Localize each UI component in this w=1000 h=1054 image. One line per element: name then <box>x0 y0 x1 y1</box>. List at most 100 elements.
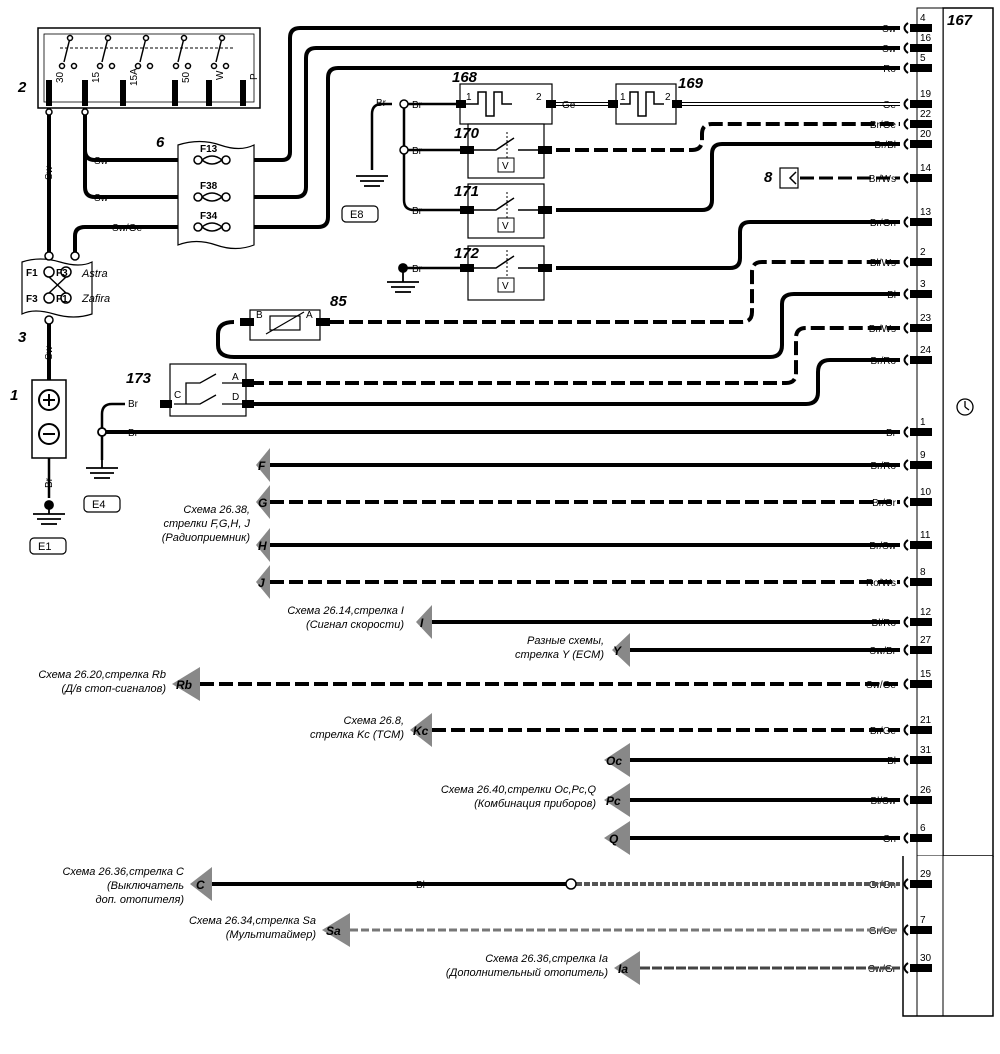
label-zafira: Zafira <box>81 293 110 305</box>
svg-text:(Мультитаймер): (Мультитаймер) <box>226 929 317 941</box>
label-172: 172 <box>454 245 480 262</box>
fuse-box-6: 6 F13 F38 F34 <box>156 134 255 250</box>
wire-color-label: Bl/Ws <box>870 258 896 269</box>
arrow-q: Q <box>604 821 630 855</box>
arrow-g: G <box>256 485 270 519</box>
svg-text:F: F <box>258 459 266 473</box>
connector-f1: F1 <box>26 268 38 279</box>
arrow-ia: Ia <box>614 951 640 985</box>
svg-text:Схема 26.38,: Схема 26.38, <box>183 504 250 516</box>
svg-text:Схема 26.20,стрелка Rb: Схема 26.20,стрелка Rb <box>38 669 166 681</box>
svg-text:Схема 26.36,стрелка C: Схема 26.36,стрелка C <box>62 866 184 878</box>
pin-number: 12 <box>920 607 932 618</box>
reference-notes: Схема 26.38, стрелки F,G,H, J (Радиоприе… <box>38 504 608 979</box>
pin-1: 1 <box>466 92 472 103</box>
svg-text:C: C <box>196 878 205 892</box>
svg-text:(Комбинация приборов): (Комбинация приборов) <box>474 798 596 810</box>
svg-text:Sa: Sa <box>326 924 341 938</box>
wire-label-br: Br <box>412 206 423 217</box>
label-170: 170 <box>454 125 480 142</box>
pin-number: 29 <box>920 869 932 880</box>
pin-number: 4 <box>920 13 926 24</box>
fuse-f13: F13 <box>200 144 218 155</box>
pin-number: 2 <box>920 247 926 258</box>
pin-number: 5 <box>920 53 926 64</box>
pin-number: 24 <box>920 345 932 356</box>
pin-number: 26 <box>920 785 932 796</box>
svg-text:стрелка Kc (TCM): стрелка Kc (TCM) <box>310 729 404 741</box>
pin-row-6: 6Gn <box>882 823 932 845</box>
pin-c: C <box>174 390 181 401</box>
ignition-switch-2: 30 15 15A 50 W P 2 <box>17 27 261 109</box>
pin-p: P <box>249 73 260 80</box>
wire-label-br: Br <box>128 399 139 410</box>
pin-number: 7 <box>920 915 926 926</box>
pin-row-2: 2Bl/Ws <box>864 247 932 269</box>
dashed-wires <box>200 122 900 732</box>
pin-number: 6 <box>920 823 926 834</box>
svg-text:Y: Y <box>613 644 622 658</box>
svg-text:(Д/в стоп-сигналов): (Д/в стоп-сигналов) <box>62 683 167 695</box>
battery-1: 1 Br <box>10 379 67 498</box>
wire-junction <box>565 878 577 890</box>
pin-a: A <box>232 372 239 383</box>
pin-number: 8 <box>920 567 926 578</box>
pin-row-7: 7Gr/Ge <box>864 915 932 937</box>
pin-15: 15 <box>91 71 102 83</box>
label-85: 85 <box>330 293 347 310</box>
pin-row-3: 3Bl <box>882 279 932 301</box>
arrow-y: Y <box>612 633 630 667</box>
arrow-f: F <box>256 448 270 482</box>
svg-text:Схема 26.36,стрелка Ia: Схема 26.36,стрелка Ia <box>485 953 608 965</box>
ground-label-e8: E8 <box>350 209 363 221</box>
svg-text:H: H <box>258 539 267 553</box>
connector-f1: F1 <box>56 294 68 305</box>
switch-wires <box>47 108 186 380</box>
wire-label-ge: Ge <box>562 100 576 111</box>
pin-number: 9 <box>920 450 926 461</box>
symbol-v: V <box>502 221 509 232</box>
svg-text:Схема 26.8,: Схема 26.8, <box>344 715 405 727</box>
pin-number: 21 <box>920 715 932 726</box>
pin-row-8: 8Ro/Ws <box>864 567 932 589</box>
svg-text:Схема 26.14,стрелка I: Схема 26.14,стрелка I <box>287 605 404 617</box>
component-173: C A D 173 <box>126 363 254 417</box>
svg-text:I: I <box>420 616 424 630</box>
label-171: 171 <box>454 183 479 200</box>
wire-label-bl: Bl <box>416 880 425 891</box>
arrow-rb: Rb <box>172 667 200 701</box>
label-173: 173 <box>126 370 152 387</box>
pin-30: 30 <box>55 71 66 83</box>
svg-text:Схема 26.40,стрелки Oc,Pc,Q: Схема 26.40,стрелки Oc,Pc,Q <box>441 784 597 796</box>
svg-text:Oc: Oc <box>606 754 622 768</box>
ground-e4 <box>83 402 125 513</box>
label-169: 169 <box>678 75 704 92</box>
wire-label-br: Br <box>44 477 55 488</box>
arrow-kc: Kc <box>410 713 432 747</box>
svg-text:J: J <box>258 576 265 590</box>
pin-2: 2 <box>536 92 542 103</box>
svg-text:Q: Q <box>609 832 619 846</box>
wire-label-br: Br <box>412 264 423 275</box>
pin-number: 19 <box>920 89 932 100</box>
svg-text:(Дополнительный отопитель): (Дополнительный отопитель) <box>446 967 608 979</box>
ground-e1 <box>29 500 67 555</box>
fuse-f34: F34 <box>200 211 218 222</box>
label-1: 1 <box>10 387 18 404</box>
label-3: 3 <box>18 329 27 346</box>
component-172: V 172 <box>454 245 552 301</box>
wire-label-sw: Sw <box>94 193 109 204</box>
arrow-sa: Sa <box>322 913 350 947</box>
pin-a: A <box>306 310 313 321</box>
arrow-c: C <box>190 867 212 901</box>
arrow-h: H <box>256 528 270 562</box>
